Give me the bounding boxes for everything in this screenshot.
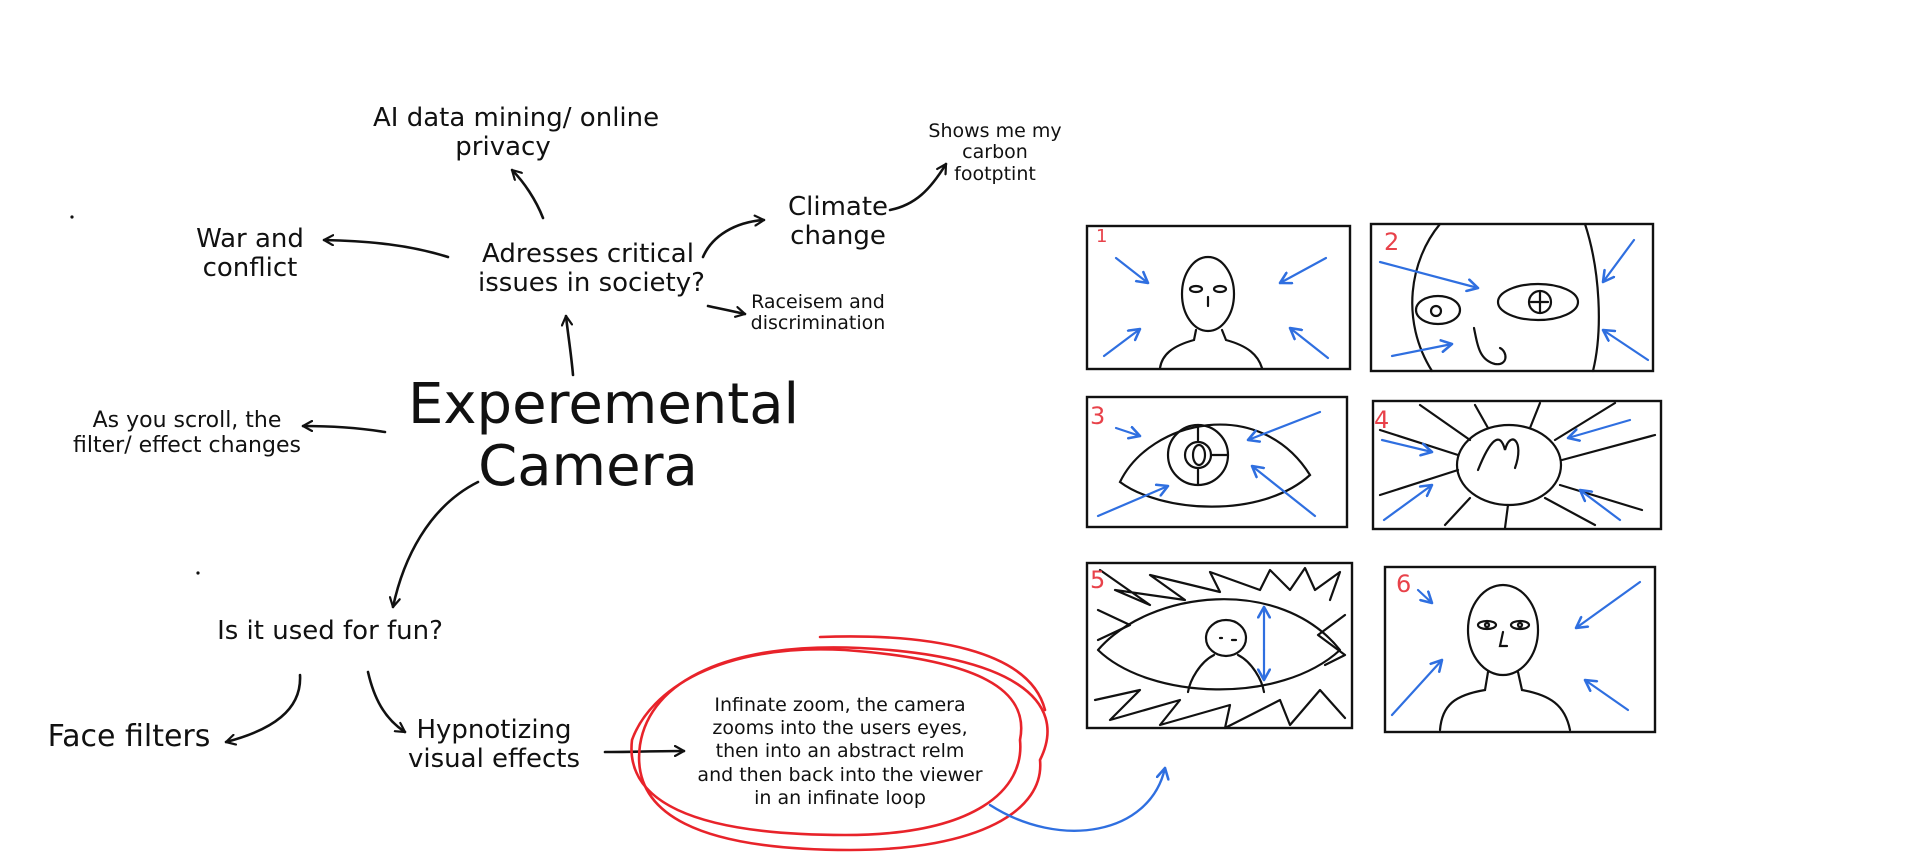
storyboard-frame-6 [1383, 565, 1657, 734]
node-racism: Raceisem and discrimination [748, 291, 888, 335]
node-racism-line2: discrimination [750, 312, 886, 335]
node-war-line2: conflict [202, 253, 298, 284]
zoom-note-line1: Infinate zoom, the camera [714, 694, 966, 716]
zoom-concept-note: Infinate zoom, the camera zooms into the… [690, 694, 990, 810]
node-climate: Climate change [778, 192, 898, 252]
storyboard-frame-3 [1085, 395, 1349, 529]
arrow-fun-to-hypno [366, 670, 407, 734]
red-highlight-circles [630, 635, 1049, 852]
node-climate-line2: change [790, 221, 886, 252]
arrow-center-to-issues [566, 314, 575, 377]
zoom-note-line4: and then back into the viewer [697, 763, 983, 786]
arrow-issues-to-climate [701, 220, 766, 259]
storyboard-frame-2 [1369, 222, 1655, 373]
mindmap-arrows [224, 162, 948, 752]
arrow-issues-to-racism [706, 304, 747, 314]
central-topic: Experemental Camera [408, 372, 800, 499]
blue-arrow-note-to-storyboard [988, 768, 1165, 832]
node-hypnotizing-line1: Hypnotizing [416, 715, 572, 745]
node-war-line1: War and [196, 224, 304, 254]
arrow-issues-to-war [322, 240, 450, 259]
node-ai-privacy: AI data mining/ online privacy [373, 103, 660, 163]
node-climate-line1: Climate [787, 192, 889, 222]
zoom-note-line2: zooms into the users eyes, [712, 717, 968, 740]
arrow-fun-to-face [224, 673, 302, 742]
arrow-center-to-fun [393, 480, 480, 609]
node-war: War and conflict [190, 224, 310, 284]
node-scroll-line2: filter/ effect changes [73, 432, 301, 458]
node-scroll: As you scroll, the filter/ effect change… [72, 408, 302, 458]
node-carbon-line2: carbon [962, 141, 1028, 164]
node-critical-issues-line1: Adresses critical [482, 239, 694, 269]
node-carbon: Shows me my carbon footptint [925, 120, 1065, 185]
node-carbon-line3: footptint [954, 162, 1036, 185]
node-critical-issues: Adresses critical issues in society? [478, 239, 705, 299]
stray-dot [70, 215, 74, 219]
frame-number-3: 3 [1090, 402, 1106, 430]
stray-dot [196, 571, 200, 575]
arrow-climate-to-carbon [888, 162, 948, 212]
zoom-note-line5: in an infinate loop [754, 786, 926, 809]
frame-number-5: 5 [1090, 566, 1106, 594]
storyboard-frame-4 [1371, 399, 1663, 531]
node-racism-line1: Raceisem and [751, 291, 885, 313]
node-hypnotizing: Hypnotizing visual effects [404, 715, 584, 775]
frame-number-2: 2 [1384, 228, 1400, 256]
node-critical-issues-line2: issues in society? [478, 268, 705, 299]
zoom-note-line3: then into an abstract relm [715, 740, 965, 763]
node-fun: Is it used for fun? [217, 616, 443, 646]
central-topic-line2: Camera [478, 433, 698, 499]
node-ai-privacy-line2: privacy [455, 132, 551, 163]
arrow-center-to-scroll [301, 426, 387, 434]
storyboard [1085, 222, 1663, 734]
node-ai-privacy-line1: AI data mining/ online [373, 103, 660, 133]
frame-number-4: 4 [1374, 406, 1390, 434]
arrow-hypno-to-note [603, 751, 686, 752]
node-hypnotizing-line2: visual effects [408, 744, 580, 775]
frame-number-1: 1 [1096, 226, 1108, 247]
arrow-issues-to-ai [510, 168, 545, 220]
node-carbon-line1: Shows me my [928, 120, 1062, 142]
node-scroll-line1: As you scroll, the [92, 408, 282, 433]
storyboard-frame-1 [1085, 224, 1352, 371]
central-topic-line1: Experemental [408, 372, 800, 437]
node-face-filters: Face filters [47, 719, 211, 754]
storyboard-frame-5 [1085, 561, 1354, 730]
frame-number-6: 6 [1396, 570, 1412, 598]
